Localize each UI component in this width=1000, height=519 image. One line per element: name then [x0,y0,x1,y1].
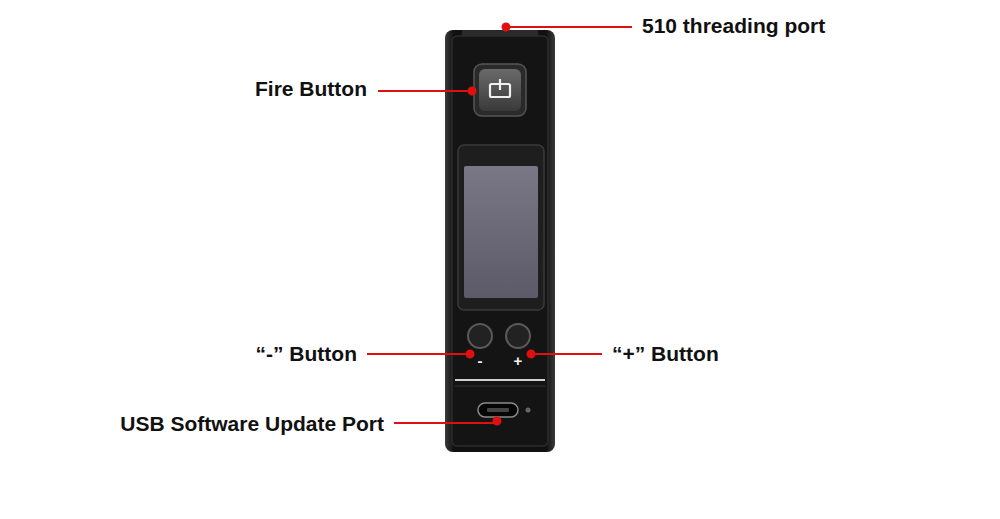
leader-dot [528,351,535,358]
minus-button [468,324,492,348]
part-label: 510 threading port [642,14,825,37]
divider-shadow [455,386,545,387]
part-label: USB Software Update Port [120,412,384,435]
screen-bezel [458,145,544,310]
leader-line [506,26,632,28]
leader-lines [367,24,632,425]
part-label: “+” Button [612,342,719,365]
plus-button [506,324,530,348]
top-cap [462,30,538,36]
leader-line [531,353,602,355]
fire-button [479,69,521,111]
screen [464,166,538,298]
fire-button-frame [474,64,526,116]
reset-hole [526,408,531,413]
leader-line [367,353,470,355]
leader-dot [469,88,476,95]
leader-line [378,90,472,92]
part-label: “-” Button [256,342,357,365]
button-symbol: - [478,353,483,370]
leader-dot [494,418,501,425]
power-icon [490,79,510,97]
leader-line [394,422,497,424]
part-label: Fire Button [255,77,367,100]
button-symbol: + [514,353,523,370]
front-panel [452,36,548,446]
usb-tongue [487,408,509,412]
divider-line [455,379,545,381]
device-body [445,30,555,452]
leader-dot [503,24,510,31]
usb-port [478,403,518,417]
leader-dot [467,351,474,358]
